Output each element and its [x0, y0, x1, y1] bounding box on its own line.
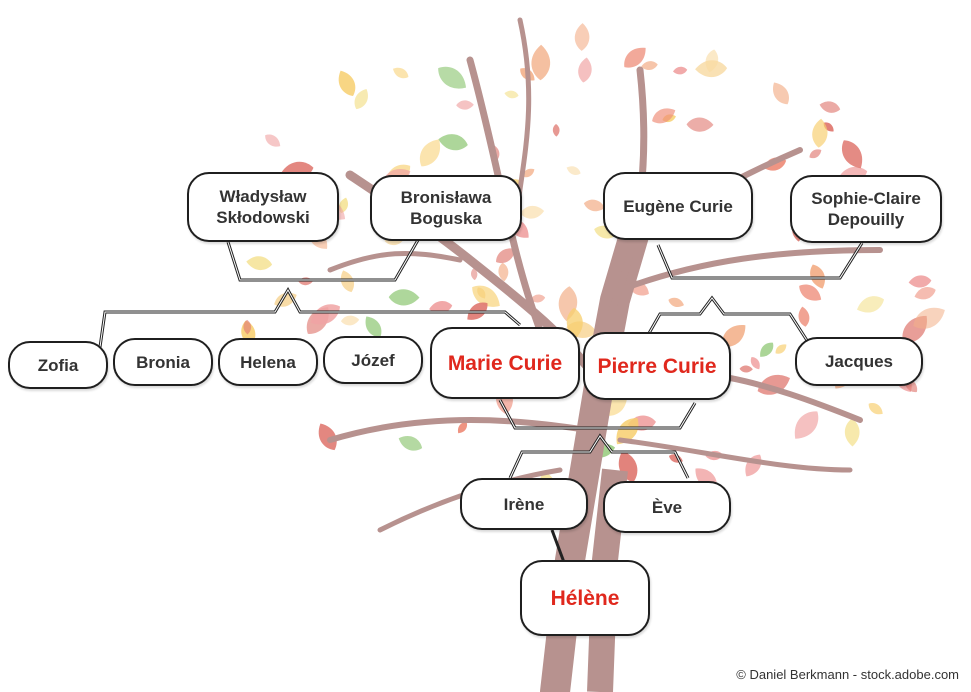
leaf [868, 403, 883, 415]
leaf [398, 436, 423, 451]
leaf [246, 256, 273, 271]
leaf [705, 49, 719, 73]
person-marie-curie: Marie Curie [430, 327, 580, 399]
leaf [798, 306, 810, 327]
leaf [310, 304, 340, 325]
leaf [438, 134, 468, 151]
person-jozef: Józef [323, 336, 423, 384]
grandchild-line [550, 529, 567, 566]
person-helena: Helena [218, 338, 318, 386]
leaf [456, 100, 474, 110]
person-jacques: Jacques [795, 337, 923, 386]
leaf [652, 108, 676, 124]
leaf [745, 454, 762, 477]
person-wladyslaw-sklodowski: Władysław Skłodowski [187, 172, 339, 242]
leaf [504, 90, 519, 99]
leaf [668, 297, 684, 307]
leaf [583, 199, 605, 212]
leaf [520, 205, 545, 219]
leaf [243, 319, 252, 335]
leaf [812, 118, 828, 148]
leaf [914, 286, 936, 300]
leaf [498, 262, 509, 282]
person-eugene-curie: Eugène Curie [603, 172, 753, 240]
person-zofia: Zofia [8, 341, 108, 389]
leaf [388, 289, 420, 306]
leaf [265, 134, 281, 147]
leaf [908, 275, 932, 288]
leaf [574, 23, 590, 51]
leaf [419, 139, 441, 167]
leaf [819, 101, 841, 113]
leaf [773, 82, 789, 105]
leaf [338, 70, 356, 96]
leaf [794, 411, 819, 439]
leaf [913, 307, 945, 329]
leaf [340, 315, 360, 326]
leaf [750, 356, 760, 370]
leaf [809, 149, 822, 159]
leaf [522, 168, 535, 178]
leaf [566, 166, 581, 175]
leaf [365, 316, 382, 338]
leaf [438, 66, 467, 89]
person-bronia: Bronia [113, 338, 213, 386]
leaf [775, 344, 787, 354]
person-irene: Irène [460, 478, 588, 530]
leaf [318, 423, 337, 451]
image-credit: © Daniel Berkmann - stock.adobe.com [736, 667, 959, 682]
leaf [471, 268, 478, 281]
person-helene: Hélène [520, 560, 650, 636]
leaf [624, 47, 646, 68]
leaf [722, 325, 746, 347]
leaf [472, 285, 500, 307]
person-bronislawa-boguska: Bronisława Boguska [370, 175, 522, 241]
leaf [496, 248, 516, 264]
person-eve: Ève [603, 481, 731, 533]
leaf [530, 294, 546, 303]
leaf [760, 342, 774, 357]
leaf [392, 67, 409, 79]
leaf [457, 422, 468, 434]
leaf [531, 44, 551, 81]
leaf [429, 301, 453, 314]
person-sophie-claire-depouilly: Sophie-Claire Depouilly [790, 175, 942, 243]
leaf [552, 123, 560, 137]
leaf [354, 89, 368, 110]
leaf [841, 140, 863, 169]
leaf [799, 284, 822, 301]
leaf [686, 117, 714, 132]
leaf [739, 365, 753, 373]
person-pierre-curie: Pierre Curie [583, 332, 731, 400]
leaf [641, 61, 658, 71]
leaf [844, 418, 860, 447]
leaf [672, 66, 688, 75]
leaf [578, 57, 592, 83]
leaf [856, 296, 885, 313]
